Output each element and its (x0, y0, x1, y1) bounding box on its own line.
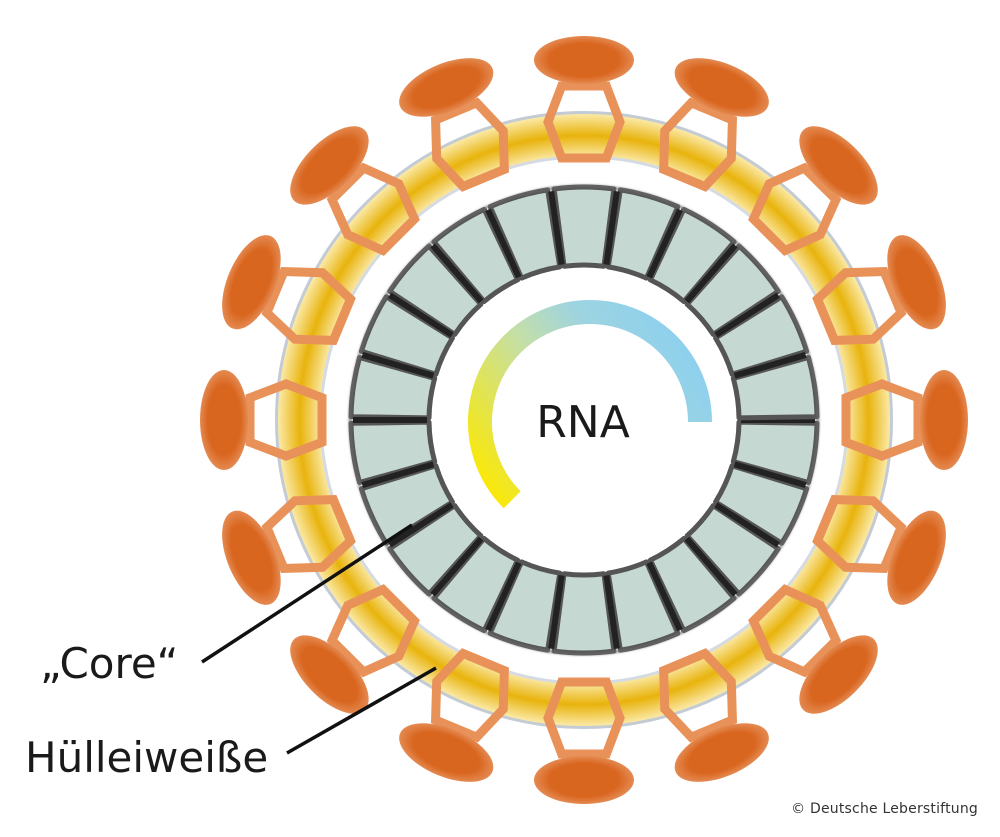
spike-protein (290, 584, 420, 714)
spike-head (200, 370, 248, 470)
spike-protein (841, 370, 968, 470)
spike-protein (399, 58, 509, 192)
capsid-divider (388, 292, 454, 338)
capsid-divider (646, 561, 683, 632)
rna-strand (468, 300, 712, 509)
capsid-core (348, 184, 820, 656)
capsid-divider (388, 502, 454, 548)
spike-head (674, 58, 769, 117)
hexagon-linker (812, 266, 907, 345)
capsid-divider (603, 190, 620, 266)
capsid-divider (430, 536, 484, 597)
spike-protein (222, 235, 356, 345)
spike-head (290, 126, 369, 205)
capsid-divider (548, 574, 565, 650)
spike-protein (534, 36, 634, 163)
capsid-divider (361, 461, 435, 488)
rna-label: RNA (536, 397, 630, 448)
spike-head (399, 723, 494, 782)
capsid-divider (603, 574, 620, 650)
hexagon-linker (543, 677, 625, 759)
spike-head (290, 635, 369, 714)
hexagon-linker (245, 379, 327, 461)
core-label: „Core“ (40, 639, 178, 688)
hexagon-linker (659, 97, 738, 192)
hexagon-linker (430, 97, 509, 192)
spike-protein (748, 584, 878, 714)
spike-protein (290, 126, 420, 256)
spike-head (920, 370, 968, 470)
spike-head (534, 36, 634, 84)
spike-head (887, 235, 946, 330)
hexagon-linker (430, 648, 509, 743)
spike-protein (534, 677, 634, 804)
spike-head (399, 58, 494, 117)
hexagon-linker (543, 81, 625, 163)
capsid-divider (714, 292, 780, 338)
envelope-label: Hülleiweiße (25, 733, 268, 782)
capsid-divider (714, 502, 780, 548)
capsid-divider (430, 243, 484, 304)
spike-proteins (200, 36, 968, 804)
capsid-divider (733, 352, 807, 379)
capsid-divider (646, 208, 683, 279)
spike-head (799, 635, 878, 714)
hexagon-linker (261, 495, 356, 574)
spike-head (799, 126, 878, 205)
capsid-divider (485, 561, 522, 632)
capsid-segment (730, 354, 820, 421)
capsid-divider (684, 536, 738, 597)
capsid-divider (485, 208, 522, 279)
hexagon-linker (748, 584, 842, 678)
spike-protein (748, 126, 878, 256)
hexagon-linker (841, 379, 923, 461)
spike-protein (659, 648, 769, 782)
hexagon-linker (659, 648, 738, 743)
spike-head (887, 510, 946, 605)
spike-protein (200, 370, 327, 470)
core-leader-line (201, 523, 413, 664)
spike-head (222, 235, 281, 330)
copyright-notice: © Deutsche Leberstiftung (791, 801, 978, 817)
spike-protein (222, 495, 356, 605)
spike-head (222, 510, 281, 605)
hexagon-linker (812, 495, 907, 574)
capsid-divider (684, 243, 738, 304)
spike-protein (812, 235, 946, 345)
spike-protein (659, 58, 769, 192)
capsid-divider (733, 461, 807, 488)
hexagon-linker (326, 162, 420, 256)
capsid-outer-edge (349, 185, 819, 655)
spike-head (674, 723, 769, 782)
spike-protein (812, 495, 946, 605)
hexagon-linker (326, 584, 420, 678)
envelope-leader-line (286, 666, 437, 755)
spike-head (534, 756, 634, 804)
spike-protein (399, 648, 509, 782)
capsid-divider (548, 190, 565, 266)
capsid-divider (361, 352, 435, 379)
hexagon-linker (748, 162, 842, 256)
hexagon-linker (261, 266, 356, 345)
